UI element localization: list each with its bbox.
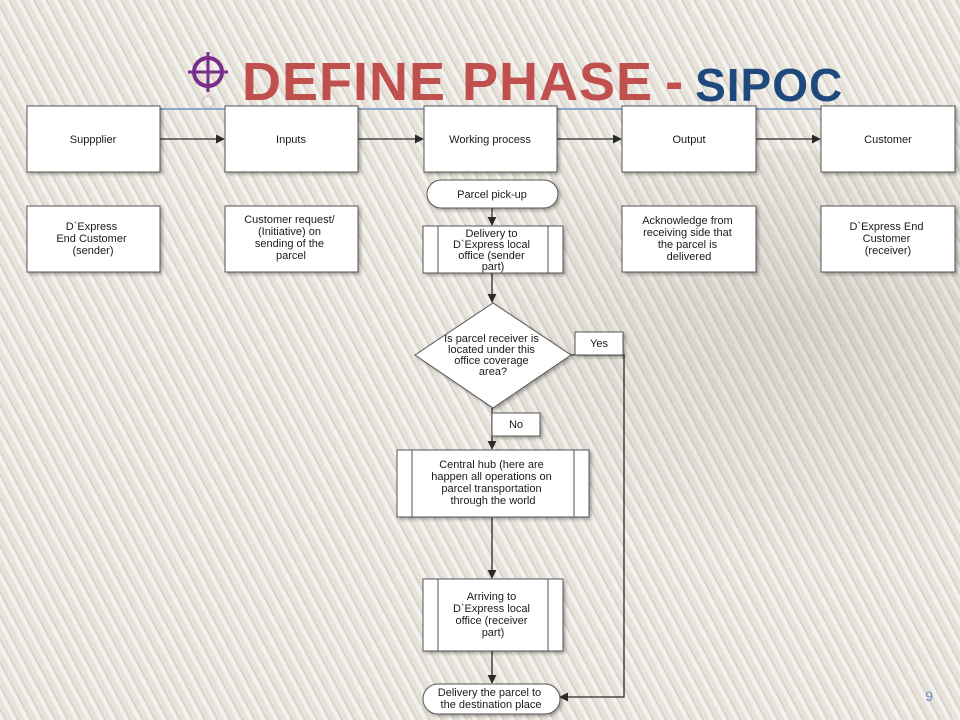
inputs-detail-box: Customer request/ (Initiative) on sendin… bbox=[224, 205, 359, 273]
hub-line: parcel transportation bbox=[441, 483, 541, 495]
inputs-line: (Initiative) on bbox=[258, 226, 321, 238]
hub-line: happen all operations on bbox=[431, 471, 551, 483]
output-line: the parcel is bbox=[658, 239, 718, 251]
decision-line: office coverage bbox=[454, 355, 528, 367]
output-line: receiving side that bbox=[643, 227, 732, 239]
step1-line: part) bbox=[482, 261, 505, 273]
svg-text:D`Express End Customer: D`Express End Customer (receiver) bbox=[849, 221, 926, 257]
header-label-output: Output bbox=[672, 134, 705, 146]
end-line: Delivery the parcel to bbox=[438, 687, 541, 699]
title-separator: - bbox=[665, 52, 684, 112]
inputs-line: sending of the bbox=[255, 238, 324, 250]
hub-line: through the world bbox=[451, 495, 536, 507]
sipoc-header-process: Working process bbox=[423, 105, 558, 173]
svg-text:Customer request/ (Initi: Customer request/ (Initiative) on sendin… bbox=[244, 214, 338, 262]
step1-line: office (sender bbox=[458, 250, 525, 262]
start-terminator: Parcel pick-up bbox=[426, 179, 559, 209]
svg-text:Delivery to D`Express lo: Delivery to D`Express local office (send… bbox=[453, 228, 533, 273]
step3-line: part) bbox=[482, 627, 505, 639]
customer-line: Customer bbox=[863, 233, 911, 245]
title-main: DEFINE PHASE bbox=[242, 52, 654, 112]
customer-detail-box: D`Express End Customer (receiver) bbox=[820, 205, 956, 273]
start-label: Parcel pick-up bbox=[457, 189, 527, 201]
decision-line: Is parcel receiver is bbox=[444, 333, 539, 345]
decision-line: area? bbox=[479, 366, 507, 378]
header-label-process: Working process bbox=[449, 134, 531, 146]
process-step-sender-office: Delivery to D`Express local office (send… bbox=[422, 225, 564, 274]
sipoc-header-output: Output bbox=[621, 105, 757, 173]
inputs-line: parcel bbox=[276, 250, 306, 262]
hub-line: Central hub (here are bbox=[439, 459, 544, 471]
step1-line: D`Express local bbox=[453, 239, 530, 251]
svg-text:Delivery the parcel to t: Delivery the parcel to the destination p… bbox=[438, 687, 544, 711]
header-label-supplier: Suppplier bbox=[70, 134, 117, 146]
supplier-line: End Customer bbox=[56, 233, 127, 245]
svg-text:Is parcel receiver is lo: Is parcel receiver is located under this… bbox=[444, 333, 542, 378]
header-label-inputs: Inputs bbox=[276, 134, 306, 146]
svg-text:Arriving to D`Express lo: Arriving to D`Express local office (rece… bbox=[453, 591, 533, 639]
supplier-line: (sender) bbox=[73, 245, 114, 257]
decision-line: located under this bbox=[448, 344, 535, 356]
step3-line: D`Express local bbox=[453, 603, 530, 615]
customer-line: D`Express End bbox=[849, 221, 923, 233]
process-step-central-hub: Central hub (here are happen all operati… bbox=[396, 449, 590, 518]
customer-line: (receiver) bbox=[865, 245, 911, 257]
sipoc-header-supplier: Suppplier bbox=[26, 105, 161, 173]
yes-label-box: Yes bbox=[574, 331, 624, 356]
sipoc-header-inputs: Inputs bbox=[224, 105, 359, 173]
end-line: the destination place bbox=[441, 699, 542, 711]
svg-text:Central hub (here are ha: Central hub (here are happen all operati… bbox=[431, 459, 555, 507]
title-sub: SIPOC bbox=[695, 59, 844, 111]
page-number: 9 bbox=[925, 688, 933, 704]
output-line: delivered bbox=[667, 251, 712, 263]
yes-label: Yes bbox=[590, 338, 608, 350]
decision-coverage-area: Is parcel receiver is located under this… bbox=[414, 302, 572, 409]
crosshair-icon bbox=[188, 52, 228, 109]
sipoc-header-customer: Customer bbox=[820, 105, 956, 173]
step3-line: office (receiver bbox=[456, 615, 528, 627]
supplier-line: D`Express bbox=[66, 221, 118, 233]
step1-line: Delivery to bbox=[465, 228, 517, 240]
svg-text:Acknowledge from receivi: Acknowledge from receiving side that the… bbox=[642, 215, 736, 263]
no-label-box: No bbox=[491, 412, 541, 437]
svg-text:D`Express End Customer: D`Express End Customer (sender) bbox=[56, 221, 129, 257]
process-step-receiver-office: Arriving to D`Express local office (rece… bbox=[422, 578, 564, 652]
slide-title: DEFINE PHASE - SIPOC bbox=[186, 48, 843, 110]
no-label: No bbox=[509, 419, 523, 431]
output-detail-box: Acknowledge from receiving side that the… bbox=[621, 205, 757, 273]
header-label-customer: Customer bbox=[864, 134, 912, 146]
step3-line: Arriving to bbox=[467, 591, 517, 603]
output-line: Acknowledge from bbox=[642, 215, 733, 227]
supplier-detail-box: D`Express End Customer (sender) bbox=[26, 205, 161, 273]
end-terminator: Delivery the parcel to the destination p… bbox=[422, 683, 561, 715]
inputs-line: Customer request/ bbox=[244, 214, 335, 226]
